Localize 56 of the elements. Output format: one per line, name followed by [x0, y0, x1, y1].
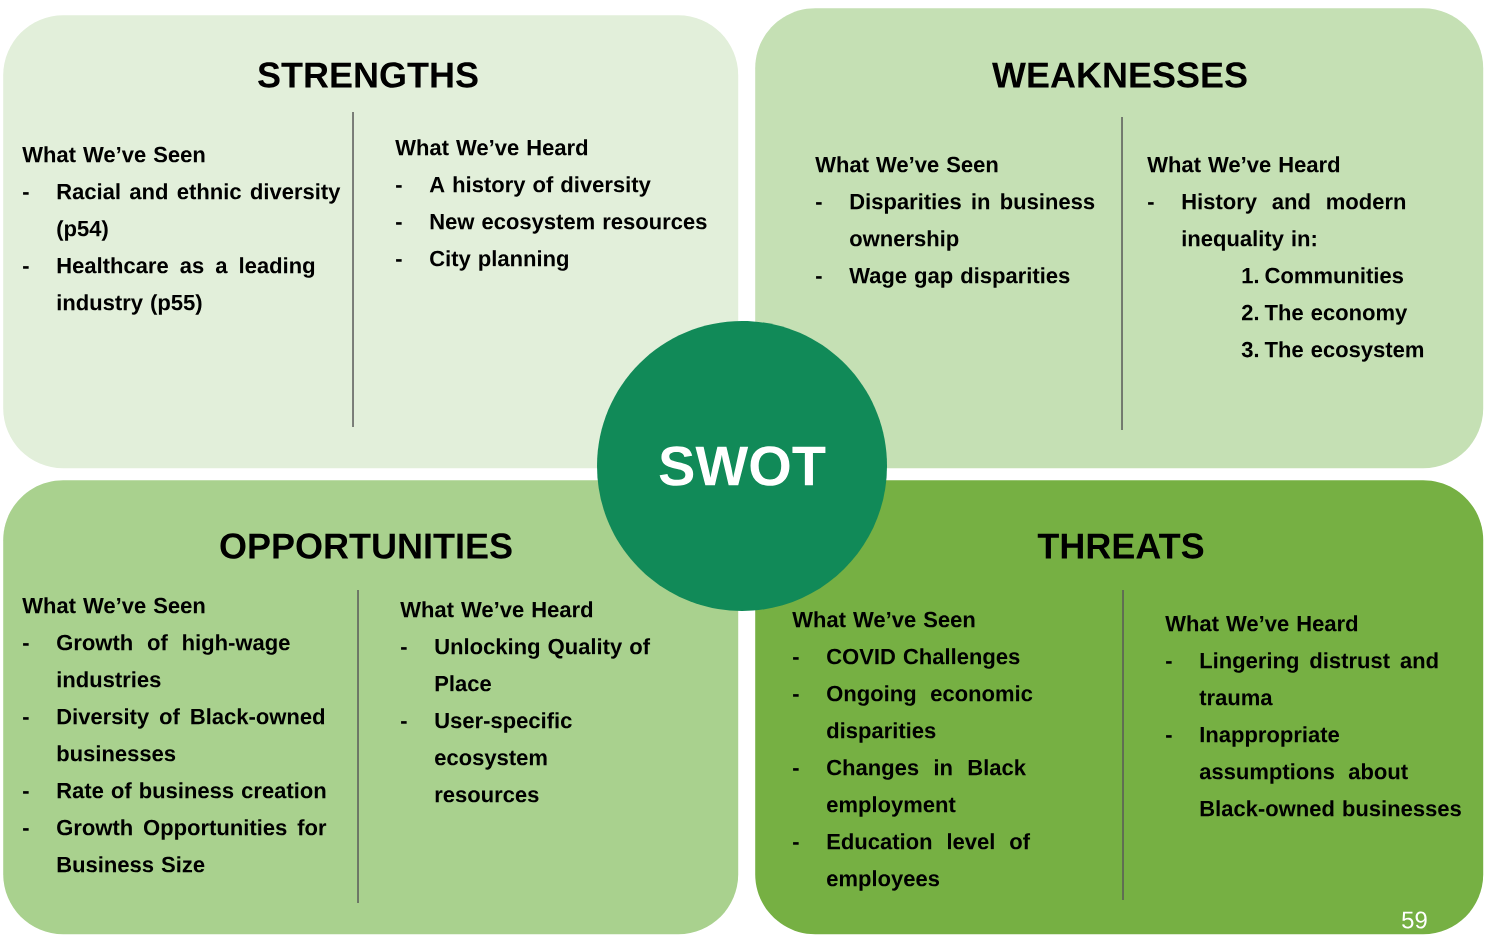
bullet-dash: - [23, 643, 29, 646]
column-heading: What We’ve Heard [1147, 156, 1340, 173]
bullet-dash: - [816, 202, 822, 205]
bullet-item: Changes in Black employment [827, 759, 1026, 817]
bullet-dash: - [23, 828, 29, 831]
column-heading: What We’ve Seen [792, 611, 975, 628]
bullet-item: City planning [430, 250, 568, 271]
quadrant-title: WEAKNESSES [992, 62, 1247, 88]
bullet-dash: - [396, 185, 402, 188]
bullet-item: Rate of business creation [57, 782, 326, 799]
bullet-dash: - [1166, 661, 1172, 664]
quadrant-title: THREATS [1037, 533, 1204, 559]
column-heading: What We’ve Seen [22, 597, 205, 614]
bullet-dash: - [793, 657, 799, 660]
column-heading: What We’ve Heard [395, 139, 588, 156]
bullet-dash: - [23, 717, 29, 720]
bullet-item: Lingering distrust and trauma [1199, 652, 1438, 706]
column-heading: What We’ve Seen [22, 146, 205, 163]
bullet-dash: - [23, 192, 29, 195]
bullet-dash: - [793, 694, 799, 697]
numbered-item: 3. The ecosystem [1241, 341, 1424, 362]
bullet-dash: - [23, 266, 29, 269]
bullet-item: Unlocking Quality of Place [435, 638, 651, 692]
bullet-item: COVID Challenges [827, 648, 1020, 669]
bullet-dash: - [793, 768, 799, 771]
bullet-item: A history of diversity [429, 176, 651, 197]
bullet-dash: - [396, 259, 402, 262]
column-heading: What We’ve Heard [1165, 615, 1358, 632]
bullet-item: Healthcare as a leading industry (p55) [57, 257, 315, 315]
bullet-dash: - [401, 647, 407, 650]
bullet-item: Education level of employees [827, 833, 1031, 891]
bullet-dash: - [23, 791, 29, 794]
bullet-item: Ongoing economic disparities [827, 685, 1033, 743]
bullet-item: New ecosystem resources [430, 214, 707, 234]
bullet-dash: - [1148, 202, 1154, 205]
quadrant-title: STRENGTHS [258, 62, 478, 88]
quadrant-title: OPPORTUNITIES [220, 533, 512, 559]
bullet-dash: - [816, 276, 822, 279]
page-number: 59 [1402, 911, 1427, 929]
numbered-item: 2. The economy [1242, 304, 1408, 325]
bullet-item: Racial and ethnic diversity (p54) [57, 183, 341, 241]
bullet-dash: - [396, 222, 402, 225]
bullet-item: Diversity of Black-owned businesses [57, 708, 325, 762]
bullet-item: History and modern inequality in: [1182, 193, 1406, 251]
bullet-dash: - [401, 721, 407, 724]
bullet-dash: - [793, 842, 799, 845]
bullet-item: Wage gap disparities [849, 267, 1070, 288]
bullet-item: Inappropriate assumptions about Black-owned businesses [1199, 726, 1461, 817]
column-heading: What We’ve Seen [815, 156, 998, 173]
bullet-item: Disparities in business ownership [850, 193, 1095, 251]
column-heading: What We’ve Heard [400, 601, 593, 618]
bullet-item: Growth of high-wage industries [57, 634, 290, 688]
bullet-item: Growth Opportunities for Business Size [57, 819, 327, 873]
bullet-dash: - [1166, 735, 1172, 738]
numbered-item: 1. Communities [1242, 267, 1403, 284]
bullet-item: User-specific ecosystem resources [435, 712, 572, 803]
